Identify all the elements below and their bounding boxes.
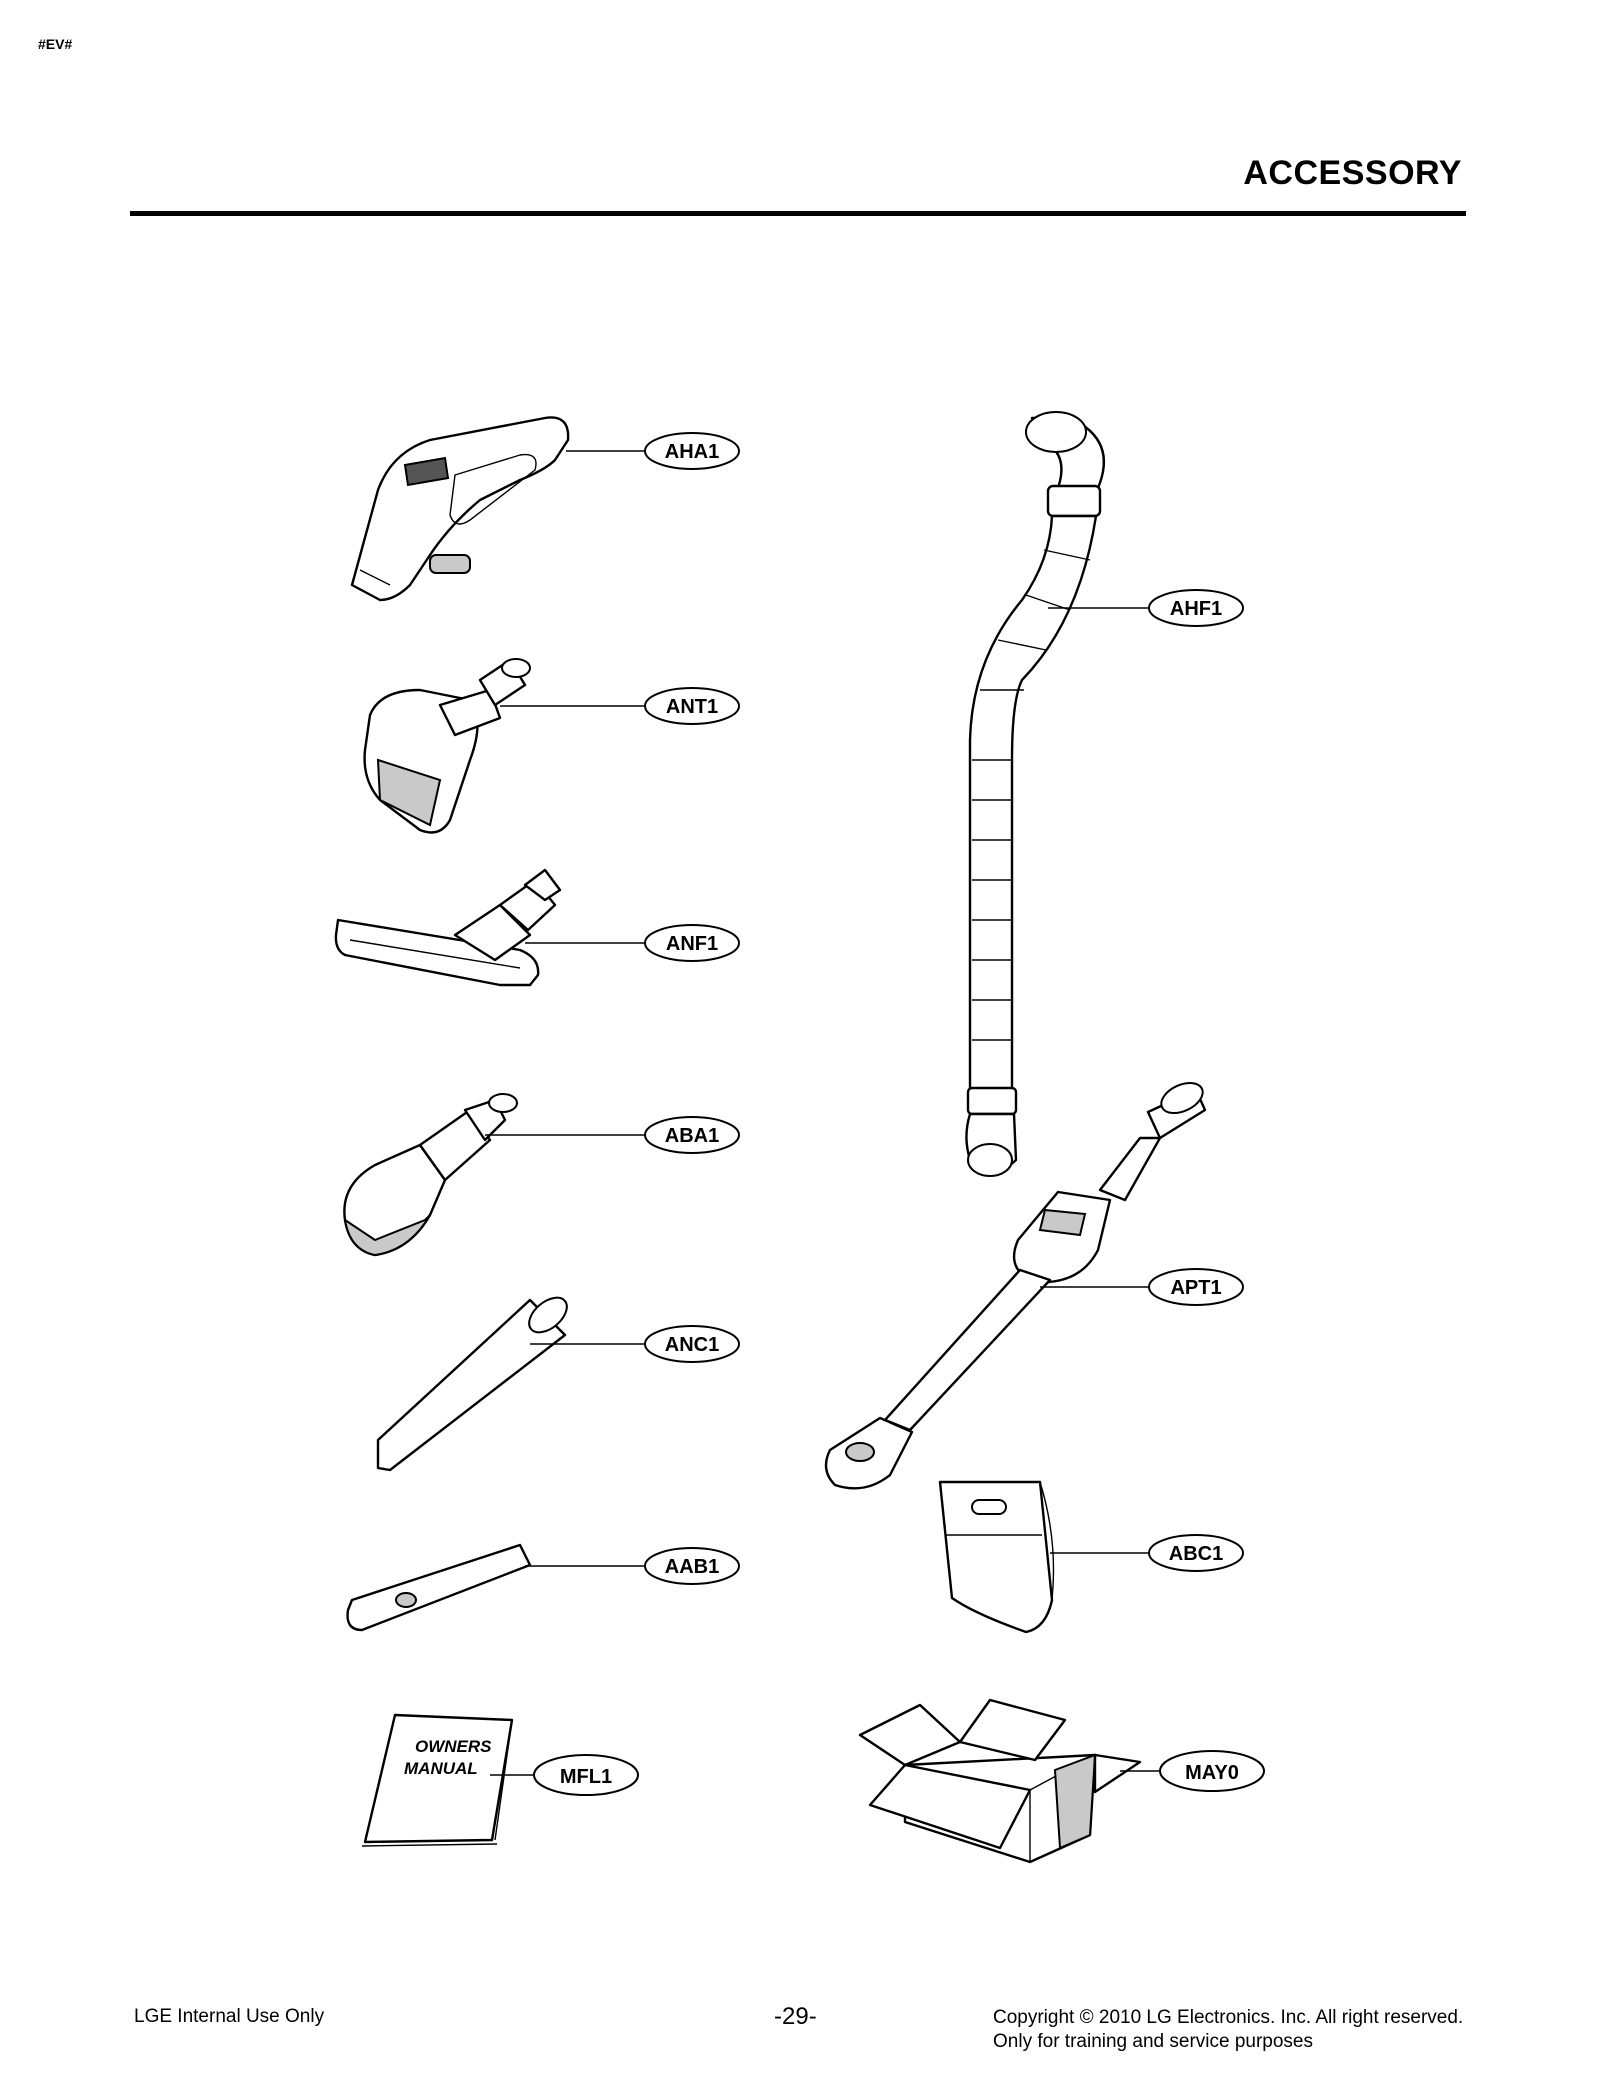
callout-aba1-label: ABA1 <box>665 1125 719 1147</box>
floor-nozzle-drawing <box>334 868 562 987</box>
page-title: ACCESSORY <box>1243 154 1462 192</box>
turbo-nozzle-drawing <box>363 658 531 834</box>
callout-may0-label: MAY0 <box>1185 1762 1239 1784</box>
callout-aab1-label: AAB1 <box>665 1556 719 1578</box>
callout-ant1-label: ANT1 <box>666 696 718 718</box>
flexible-hose-drawing <box>965 411 1106 1177</box>
callout-apt1-label: APT1 <box>1170 1277 1221 1299</box>
document-code: #EV# <box>38 36 73 52</box>
callout-aha1-label: AHA1 <box>665 441 719 463</box>
carton-box-drawing <box>858 1698 1142 1864</box>
callout-ant1 <box>644 687 740 725</box>
title-rule <box>130 211 1466 216</box>
footer-left-note: LGE Internal Use Only <box>134 2006 325 2027</box>
callout-apt1 <box>1148 1268 1244 1306</box>
crevice-tool-drawing <box>376 1296 568 1472</box>
callout-aha1 <box>644 432 740 470</box>
footer-copyright: Copyright © 2010 LG Electronics. Inc. Al… <box>993 2007 1464 2028</box>
dusting-brush-drawing <box>343 1093 518 1257</box>
callout-mfl1 <box>533 1754 639 1796</box>
callout-abc1 <box>1148 1534 1244 1572</box>
owners-manual-drawing: OWNERS MANUAL <box>361 1713 514 1847</box>
callout-anc1-label: ANC1 <box>665 1334 719 1356</box>
callout-abc1-label: ABC1 <box>1169 1543 1223 1565</box>
dust-bag-drawing <box>938 1480 1055 1634</box>
handle-drawing <box>350 416 570 602</box>
manual-cover-line1: OWNERS <box>415 1737 492 1756</box>
callout-ahf1-label: AHF1 <box>1170 598 1222 620</box>
callout-ahf1 <box>1148 589 1244 627</box>
callout-may0 <box>1159 1750 1265 1792</box>
callout-anc1 <box>644 1325 740 1363</box>
telescopic-pipe-drawing <box>824 1081 1207 1490</box>
callout-aab1 <box>644 1547 740 1585</box>
callout-mfl1-label: MFL1 <box>560 1766 612 1788</box>
manual-cover-line2: MANUAL <box>404 1759 478 1778</box>
footer-note: Only for training and service purposes <box>993 2031 1313 2052</box>
accessory-holder-drawing <box>346 1543 532 1632</box>
callout-anf1 <box>644 924 740 962</box>
callout-anf1-label: ANF1 <box>666 933 718 955</box>
page-number: -29- <box>774 2003 817 2030</box>
callout-aba1 <box>644 1116 740 1154</box>
footer-copyright-block: Copyright © 2010 LG Electronics. Inc. Al… <box>993 2006 1463 2054</box>
